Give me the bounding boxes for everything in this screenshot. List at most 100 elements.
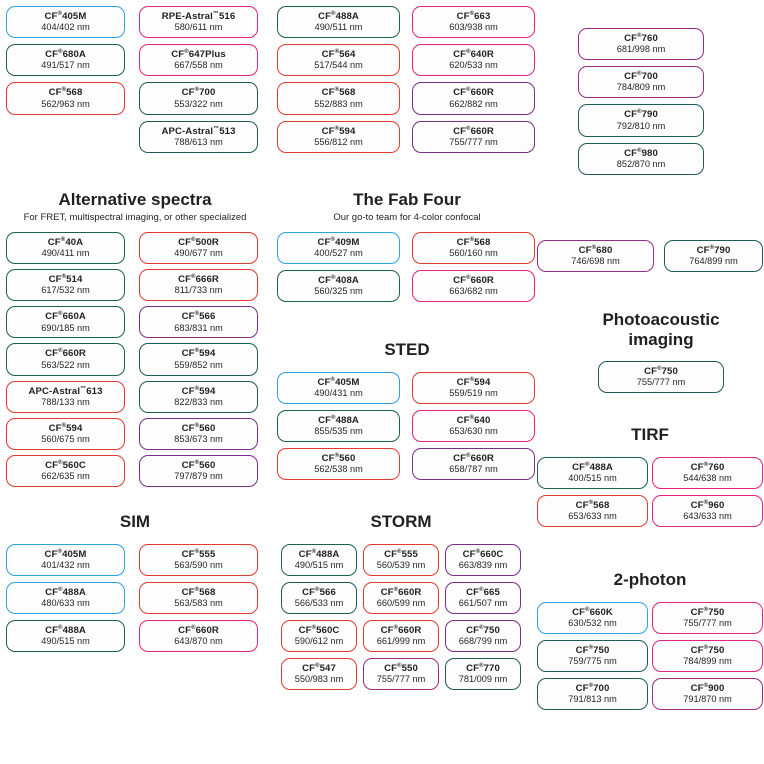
dye-spectra-value: 653/633 nm [568,511,617,522]
dye-spectra-value: 490/511 nm [314,22,363,33]
registered-mark: ® [709,245,715,251]
dye-spectra-value: 544/638 nm [683,472,732,483]
dye-spectra-value: 788/613 nm [174,136,223,147]
dye-spectra-value: 560/539 nm [376,559,426,570]
dye-spectra-value: 563/590 nm [174,559,223,570]
dye-spectra-value: 560/160 nm [449,248,498,259]
dye-name: CF®660R [380,624,422,636]
dye-spectra-value: 491/517 nm [41,60,90,71]
trademark-mark: ™ [80,385,87,392]
registered-mark: ® [194,548,200,555]
registered-mark: ® [194,348,200,355]
section-title: 2-photon [613,570,687,589]
dye-spectra-value: 490/515 nm [41,636,90,647]
dye-name: CF®680A [45,49,86,61]
dye-name: CF®960 [690,499,725,511]
registered-mark: ® [57,11,63,17]
dye-name: CF®660R [453,87,494,99]
dye-spectra-value: 755/777 nm [376,674,426,685]
dye-name: CF®560 [181,459,216,471]
dye-name: CF®660K [572,606,613,618]
dye-spectra-value: 853/673 nm [174,434,223,445]
registered-mark: ® [397,548,402,555]
dye-spectra-value: 746/698 nm [571,256,620,267]
